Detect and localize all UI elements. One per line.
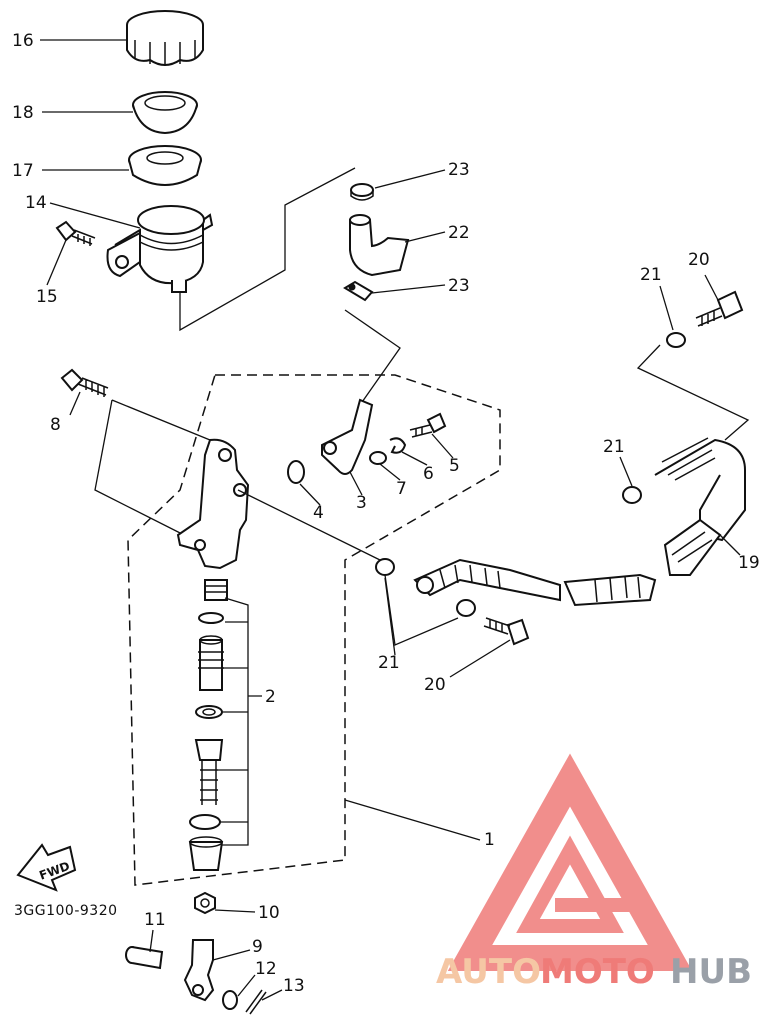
brake-hose bbox=[413, 437, 746, 607]
copper-washer-mid bbox=[622, 486, 642, 504]
reservoir-screw bbox=[55, 220, 96, 246]
union-bolt-upper bbox=[695, 290, 744, 327]
clevis-pin bbox=[125, 946, 164, 970]
joint-screw bbox=[409, 412, 447, 438]
reservoir-cap bbox=[126, 10, 204, 66]
clevis-washer bbox=[222, 990, 238, 1010]
copper-washer-lower-left bbox=[375, 558, 395, 576]
copper-washer-lower-right bbox=[456, 599, 476, 617]
callout-20-upper: 20 bbox=[688, 250, 710, 270]
diaphragm-plate bbox=[128, 145, 202, 186]
callout-4: 4 bbox=[313, 503, 324, 523]
diaphragm bbox=[132, 91, 198, 135]
callout-19: 19 bbox=[738, 553, 760, 573]
clevis bbox=[183, 939, 215, 1002]
callout-6: 6 bbox=[423, 464, 434, 484]
callout-21-mid: 21 bbox=[603, 437, 625, 457]
callout-23-lower: 23 bbox=[448, 276, 470, 296]
callout-22: 22 bbox=[448, 223, 470, 243]
callout-18: 18 bbox=[12, 103, 34, 123]
watermark-word-moto: MOTO bbox=[540, 952, 655, 992]
callout-23-upper: 23 bbox=[448, 160, 470, 180]
callout-3: 3 bbox=[356, 493, 367, 513]
washer bbox=[369, 451, 387, 465]
callout-11: 11 bbox=[144, 910, 166, 930]
hose-route-line bbox=[636, 344, 750, 441]
washer-guide-line bbox=[237, 489, 459, 646]
reservoir-connect-line bbox=[179, 167, 356, 332]
callout-15: 15 bbox=[36, 287, 58, 307]
reservoir-tank bbox=[106, 205, 214, 293]
forward-arrow bbox=[16, 843, 77, 892]
hose-joint bbox=[321, 398, 374, 475]
callout-17: 17 bbox=[12, 161, 34, 181]
piston-kit-bracket bbox=[218, 597, 262, 846]
cotter-pin bbox=[245, 989, 267, 1015]
callout-7: 7 bbox=[396, 479, 407, 499]
assembly-outline bbox=[127, 374, 501, 886]
copper-washer-upper bbox=[666, 332, 686, 348]
watermark-logo bbox=[447, 753, 693, 971]
o-ring bbox=[287, 460, 305, 484]
callout-leaders bbox=[40, 39, 741, 1001]
reservoir-hose bbox=[349, 214, 410, 277]
lock-nut bbox=[194, 891, 216, 915]
callout-9: 9 bbox=[252, 937, 263, 957]
callout-5: 5 bbox=[449, 456, 460, 476]
callout-16: 16 bbox=[12, 31, 34, 51]
callout-1: 1 bbox=[484, 830, 495, 850]
circlip bbox=[389, 437, 407, 454]
hose-clip-lower bbox=[343, 280, 374, 302]
callout-21-upper: 21 bbox=[640, 265, 662, 285]
callout-20-lower: 20 bbox=[424, 675, 446, 695]
watermark-word-hub: HUB bbox=[670, 952, 752, 992]
callout-2: 2 bbox=[265, 687, 276, 707]
callout-8: 8 bbox=[50, 415, 61, 435]
callout-21-lower: 21 bbox=[378, 653, 400, 673]
hose-connect-line bbox=[344, 309, 401, 406]
hose-clip-upper bbox=[350, 183, 374, 201]
master-cylinder-body bbox=[176, 438, 250, 570]
piston-kit bbox=[188, 579, 228, 871]
watermark-word-auto: AUTO bbox=[436, 952, 541, 992]
callout-10: 10 bbox=[258, 903, 280, 923]
part-code: 3GG100-9320 bbox=[14, 903, 118, 919]
callout-12: 12 bbox=[255, 959, 277, 979]
union-bolt-lower bbox=[483, 617, 530, 646]
bolt-guide-line bbox=[94, 399, 211, 539]
mounting-bolt bbox=[60, 368, 109, 397]
callout-13: 13 bbox=[283, 976, 305, 996]
callout-14: 14 bbox=[25, 193, 47, 213]
